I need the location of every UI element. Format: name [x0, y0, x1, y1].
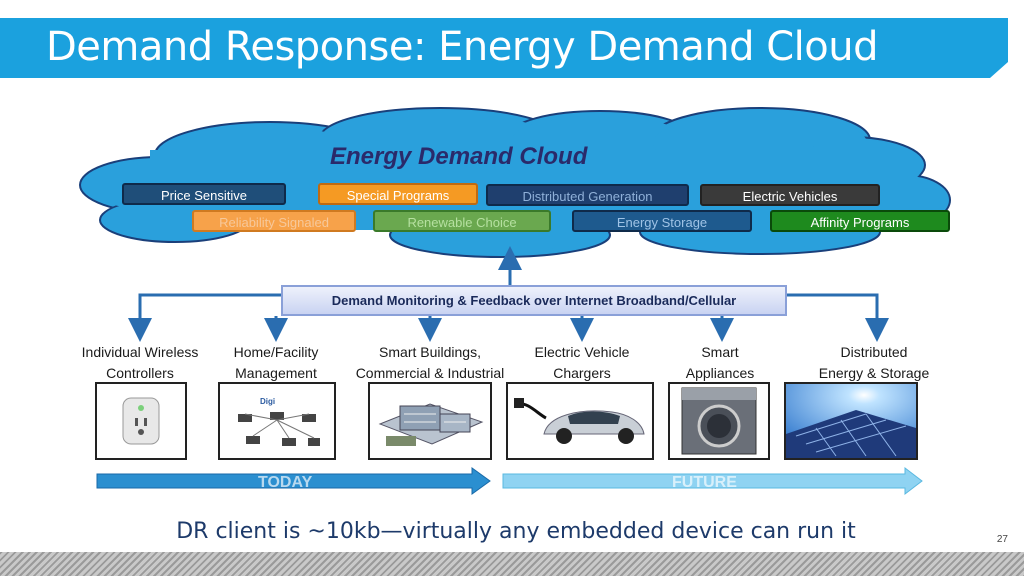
arrow-to-controllers — [128, 293, 281, 342]
cloud-title: Energy Demand Cloud — [330, 143, 588, 170]
future-arrow — [502, 466, 923, 496]
device-label-distributed-energy: Distributed Energy & Storage — [818, 344, 930, 381]
program-renewable-choice: Renewable Choice — [373, 210, 551, 232]
device-image-solar-panels — [784, 382, 918, 460]
device-image-management-system: Digi — [218, 382, 336, 460]
title-bar — [0, 18, 1008, 78]
footer-caption: DR client is ~10kb—virtually any embedde… — [176, 519, 856, 544]
slide-title: Demand Response: Energy Demand Cloud — [46, 24, 879, 70]
connector-arrows — [128, 246, 889, 342]
device-image-washing-machine — [668, 382, 770, 460]
device-image-ev-charger — [506, 382, 654, 460]
timeline-arrows — [96, 466, 923, 496]
page-number: 27 — [996, 534, 1008, 545]
svg-text:Digi: Digi — [260, 397, 275, 406]
program-affinity-programs: Affinity Programs — [770, 210, 950, 232]
footer-stripe-band — [0, 552, 1024, 576]
device-label-appliances: Smart Appliances — [685, 344, 755, 381]
program-distributed-generation: Distributed Generation — [486, 184, 689, 206]
program-electric-vehicles: Electric Vehicles — [700, 184, 880, 206]
device-label-ev-chargers: Electric Vehicle Chargers — [534, 344, 630, 381]
program-price-sensitive: Price Sensitive — [122, 183, 286, 205]
demand-monitoring-banner: Demand Monitoring & Feedback over Intern… — [281, 285, 787, 316]
today-label: TODAY — [258, 474, 313, 491]
program-special-programs: Special Programs — [318, 183, 478, 205]
program-energy-storage: Energy Storage — [572, 210, 752, 232]
device-image-wireless-controller — [95, 382, 187, 460]
device-image-smart-building — [368, 382, 492, 460]
device-label-smart-buildings: Smart Buildings, Commercial & Industrial — [355, 344, 505, 381]
today-arrow — [96, 467, 491, 495]
future-label: FUTURE — [672, 474, 737, 491]
device-label-wireless-controllers: Individual Wireless Controllers — [81, 344, 199, 381]
program-reliability-signaled: Reliability Signaled — [192, 210, 356, 232]
arrow-to-distributed-energy — [787, 293, 889, 342]
